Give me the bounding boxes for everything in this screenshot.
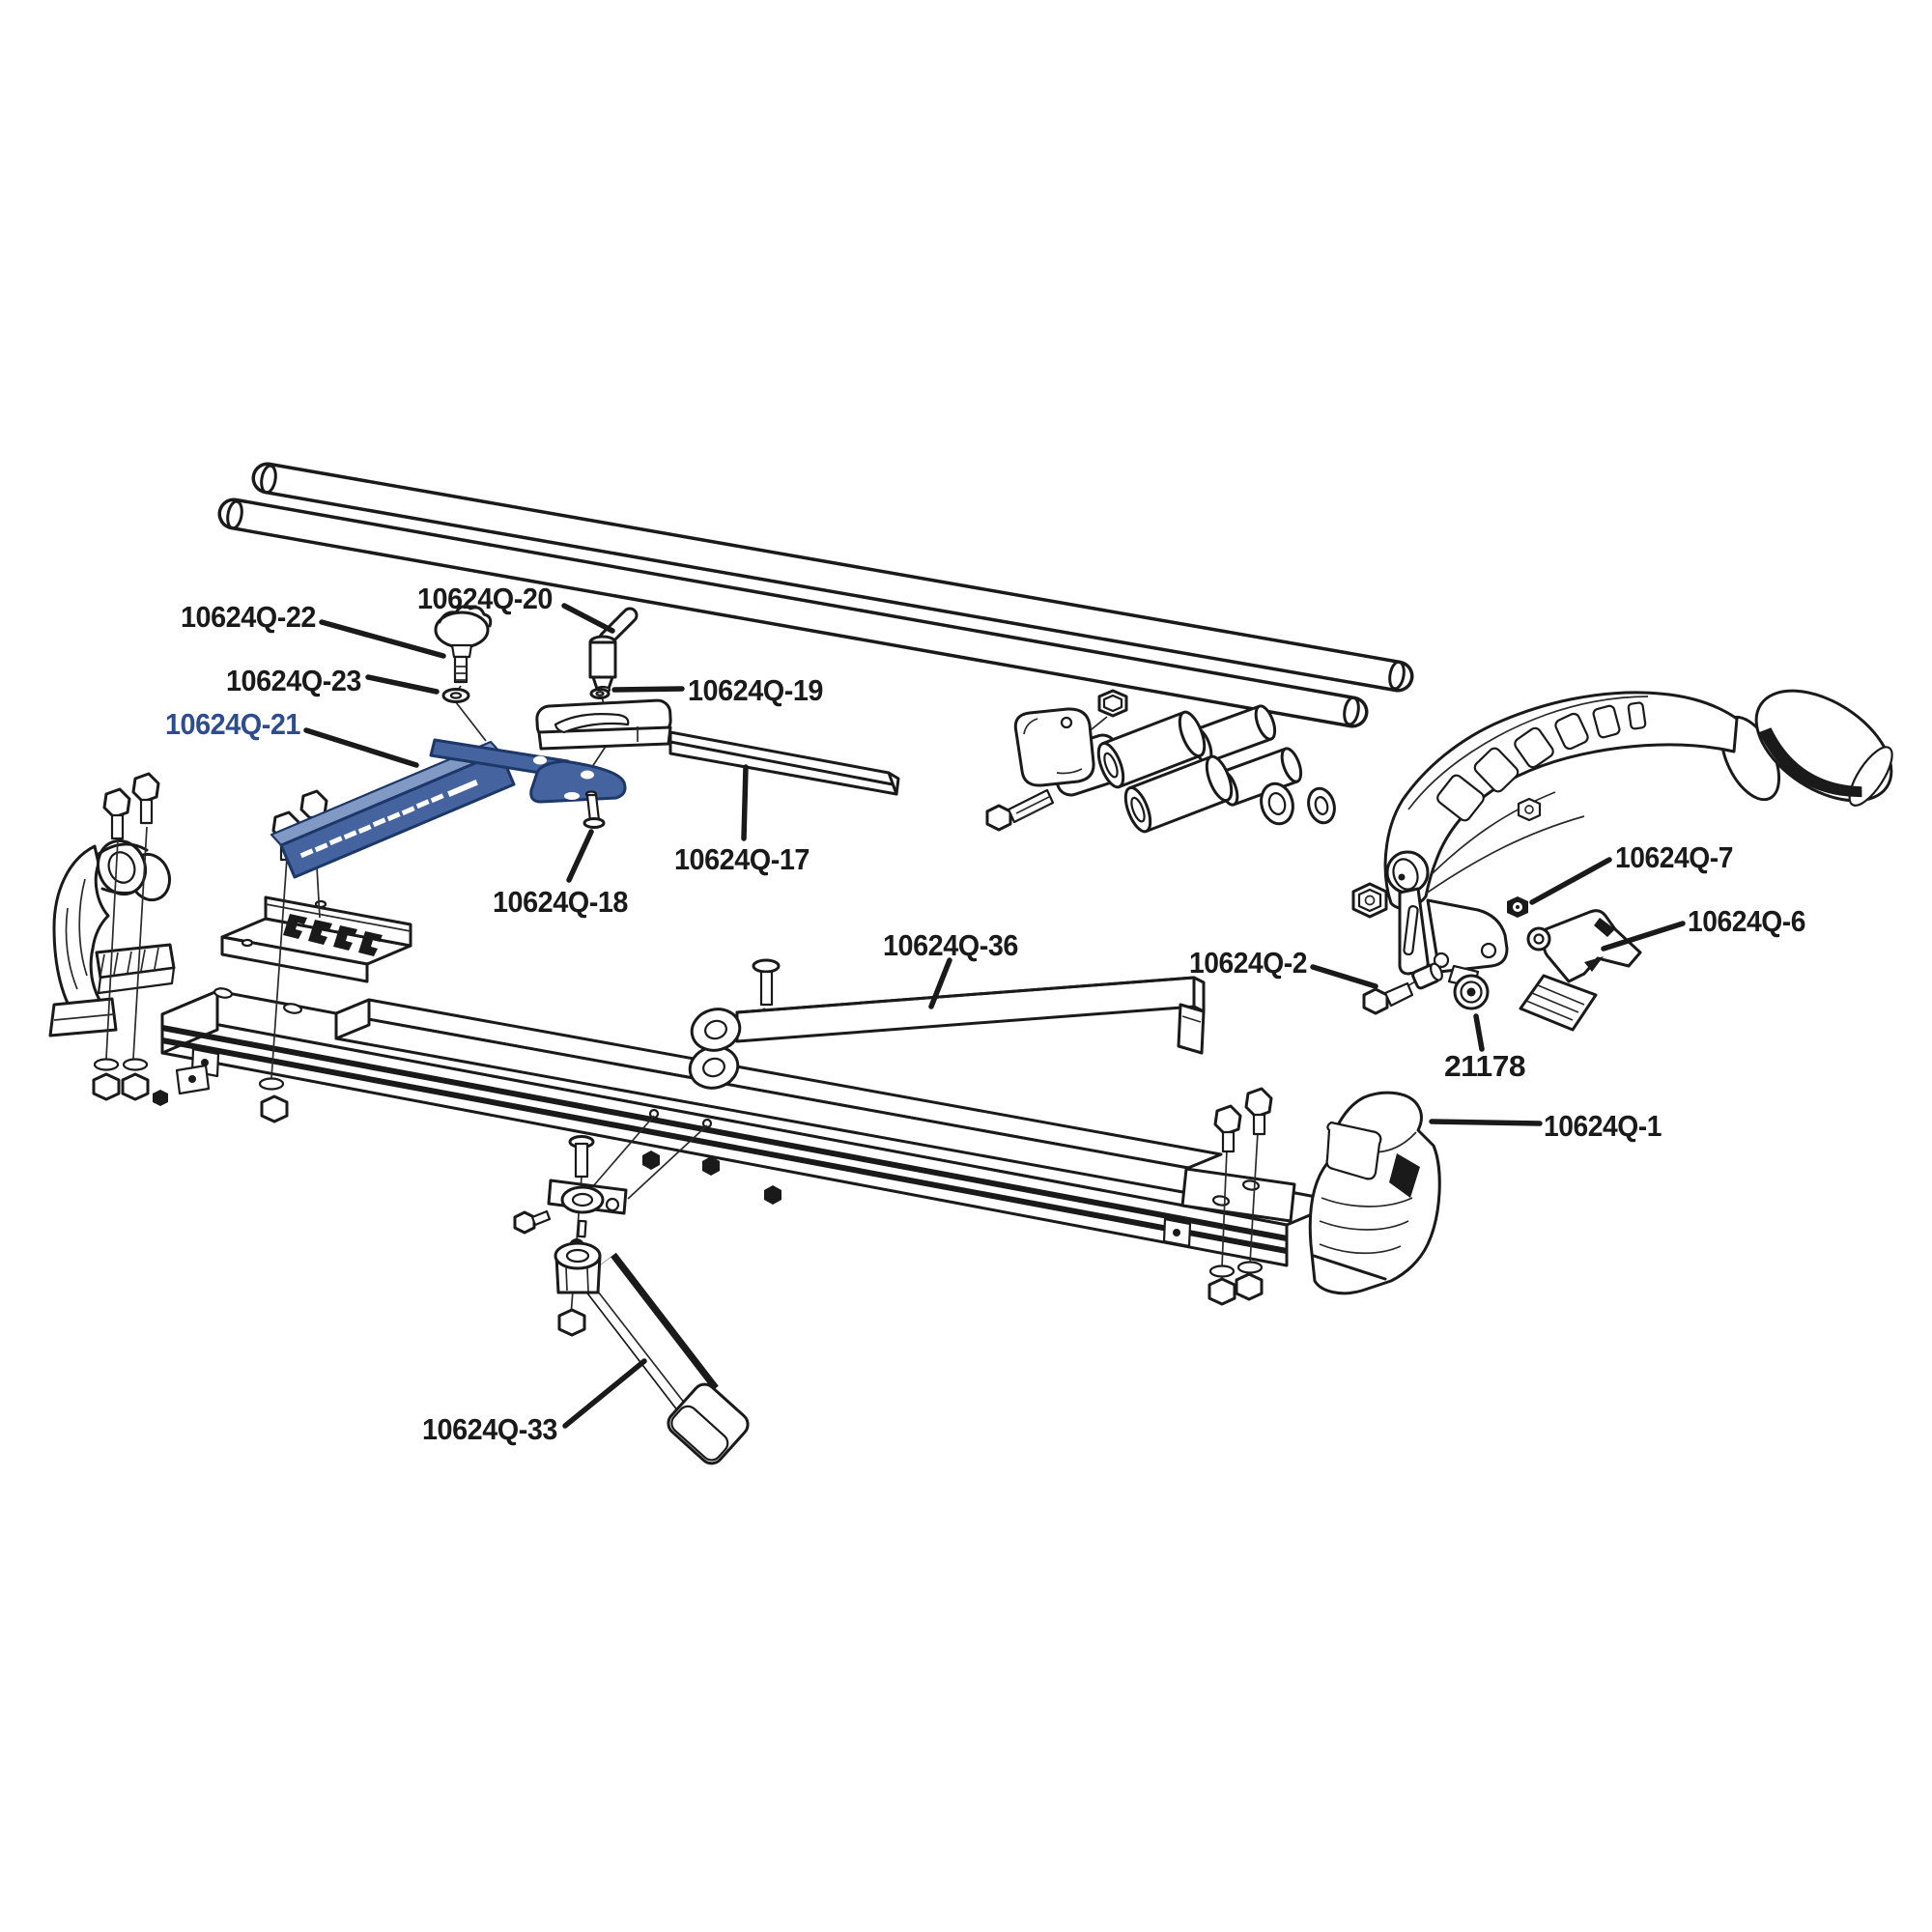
part-label-10624q-6[interactable]: 10624Q-6 (1688, 904, 1806, 938)
breaker-foot (1519, 909, 1642, 1032)
miter-arm (535, 698, 900, 796)
handle-grip (1754, 689, 1893, 807)
labels: 10624Q-22 10624Q-20 10624Q-23 10624Q-19 … (165, 582, 1806, 1446)
carriage-bolt-2 (1362, 962, 1443, 1015)
roller-carriage (985, 689, 1336, 834)
end-cap (1308, 1091, 1441, 1295)
part-label-10624q-7[interactable]: 10624Q-7 (1615, 840, 1734, 874)
part-label-10624q-23[interactable]: 10624Q-23 (226, 664, 362, 697)
part-label-10624q-22[interactable]: 10624Q-22 (181, 600, 317, 634)
end-bolts (1208, 1087, 1273, 1306)
rail-tube-top (251, 462, 1414, 693)
clamp-lever (587, 607, 639, 795)
flat-washer-19 (589, 688, 611, 699)
leader-lines (303, 603, 1686, 1429)
part-label-10624q-1[interactable]: 10624Q-1 (1544, 1109, 1662, 1143)
part-label-10624q-18[interactable]: 10624Q-18 (493, 885, 629, 919)
gauge-plate-teeth (283, 914, 383, 956)
base-beam (160, 987, 1344, 1267)
rail-tube-bottom (217, 497, 1369, 728)
pivot-pin (582, 790, 606, 829)
support-arm (688, 958, 1206, 1090)
part-label-10624q-21-highlighted[interactable]: 10624Q-21 (165, 707, 301, 741)
washer-21178 (1453, 974, 1490, 1010)
part-label-10624q-36[interactable]: 10624Q-36 (883, 928, 1019, 962)
lock-knob (434, 605, 493, 742)
handle-slots (1436, 701, 1647, 822)
leg-assembly (513, 1135, 750, 1465)
ruler-slots (299, 779, 478, 859)
part-label-10624q-20[interactable]: 10624Q-20 (417, 582, 554, 615)
part-label-10624q-2[interactable]: 10624Q-2 (1189, 946, 1308, 980)
hex-nut-7 (1507, 896, 1528, 918)
gauge-plate (220, 895, 412, 983)
ruler-highlighted (270, 738, 627, 879)
part-label-21178[interactable]: 21178 (1444, 1049, 1526, 1083)
part-label-10624q-17[interactable]: 10624Q-17 (674, 842, 810, 876)
part-label-10624q-19[interactable]: 10624Q-19 (688, 673, 824, 707)
handle-assembly (1351, 689, 1893, 989)
flat-washer-23 (441, 688, 470, 703)
left-bracket-fasteners (92, 772, 211, 1106)
part-label-10624q-33[interactable]: 10624Q-33 (422, 1412, 558, 1446)
beam-nuts (642, 1151, 781, 1205)
